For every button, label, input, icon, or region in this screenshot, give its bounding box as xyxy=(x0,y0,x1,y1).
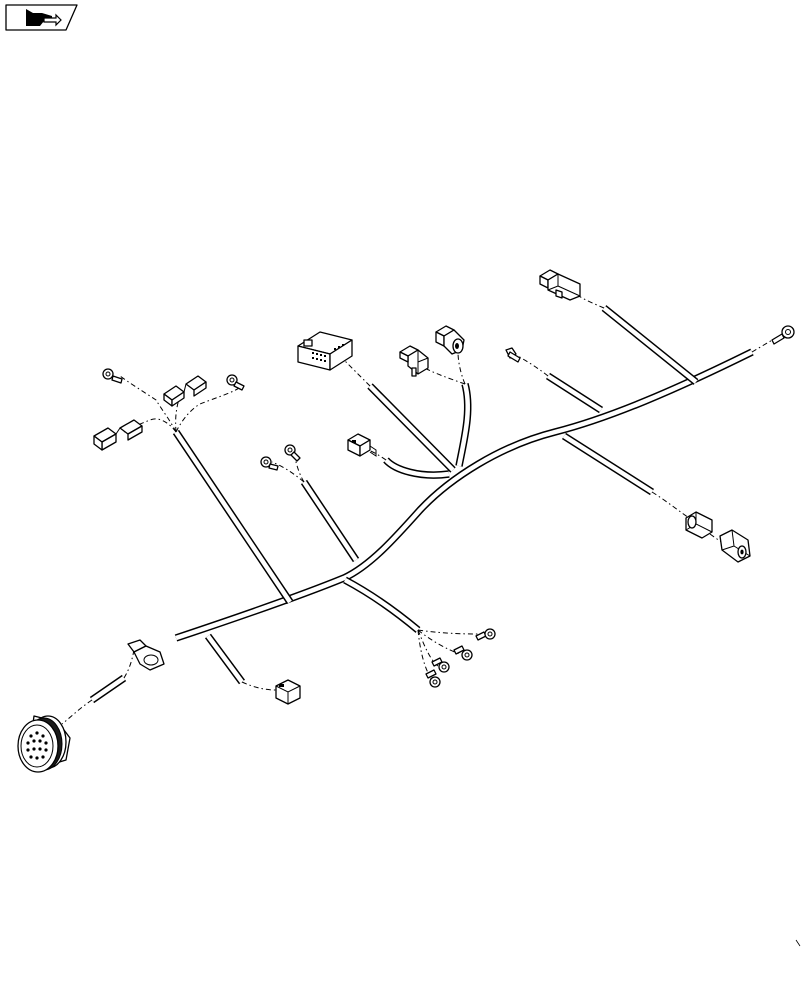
corner-mark xyxy=(795,939,801,947)
plug-connector-icon xyxy=(539,269,581,301)
circular-connector[interactable] xyxy=(17,715,71,773)
left-connector-cluster[interactable] xyxy=(93,368,245,451)
square-connector[interactable] xyxy=(347,433,377,457)
plug-connector-icon xyxy=(347,433,377,457)
ring-terminal-icon xyxy=(260,456,279,471)
spade-terminal[interactable] xyxy=(505,347,521,363)
ring-terminal-icon xyxy=(431,657,450,673)
plug-connector-icon xyxy=(163,375,207,407)
plug-connector-icon xyxy=(297,331,353,371)
plug-connector-icon xyxy=(275,679,301,705)
ring-terminal-icon xyxy=(102,368,123,384)
plug-connector-icon xyxy=(399,345,429,377)
top-right-connector[interactable] xyxy=(539,269,581,301)
sealed-connector-top[interactable] xyxy=(435,325,465,355)
arrow-to-book-icon xyxy=(26,9,62,27)
plug-connector-icon xyxy=(719,529,751,563)
nav-badge[interactable] xyxy=(5,4,78,31)
small-block-connector[interactable] xyxy=(275,679,301,705)
harness-cables xyxy=(89,305,754,704)
cable-clamp[interactable] xyxy=(127,639,165,671)
ring-terminal-icon xyxy=(425,669,441,688)
ring-terminal-icon xyxy=(453,645,473,661)
plug-connector-icon xyxy=(93,419,143,451)
circular-connector-icon xyxy=(17,715,71,773)
ring-terminal-right[interactable] xyxy=(771,325,795,345)
plug-connector-icon xyxy=(685,511,713,539)
ring-terminal-group-center[interactable] xyxy=(260,444,301,471)
mating-connector-pair[interactable] xyxy=(685,511,751,563)
ring-terminal-icon xyxy=(475,628,496,641)
ring-terminal-icon xyxy=(284,444,301,462)
clamp-icon xyxy=(127,639,165,671)
leader-lines xyxy=(61,285,785,725)
sensor-connector[interactable] xyxy=(399,345,429,377)
ring-terminal-icon xyxy=(226,374,245,391)
ring-terminal-group-bottom[interactable] xyxy=(425,628,496,688)
plug-connector-icon xyxy=(435,325,465,355)
ring-terminal-icon xyxy=(771,325,795,345)
multi-pin-rectangular-connector[interactable] xyxy=(297,331,353,371)
ring-terminal-icon xyxy=(505,347,521,363)
